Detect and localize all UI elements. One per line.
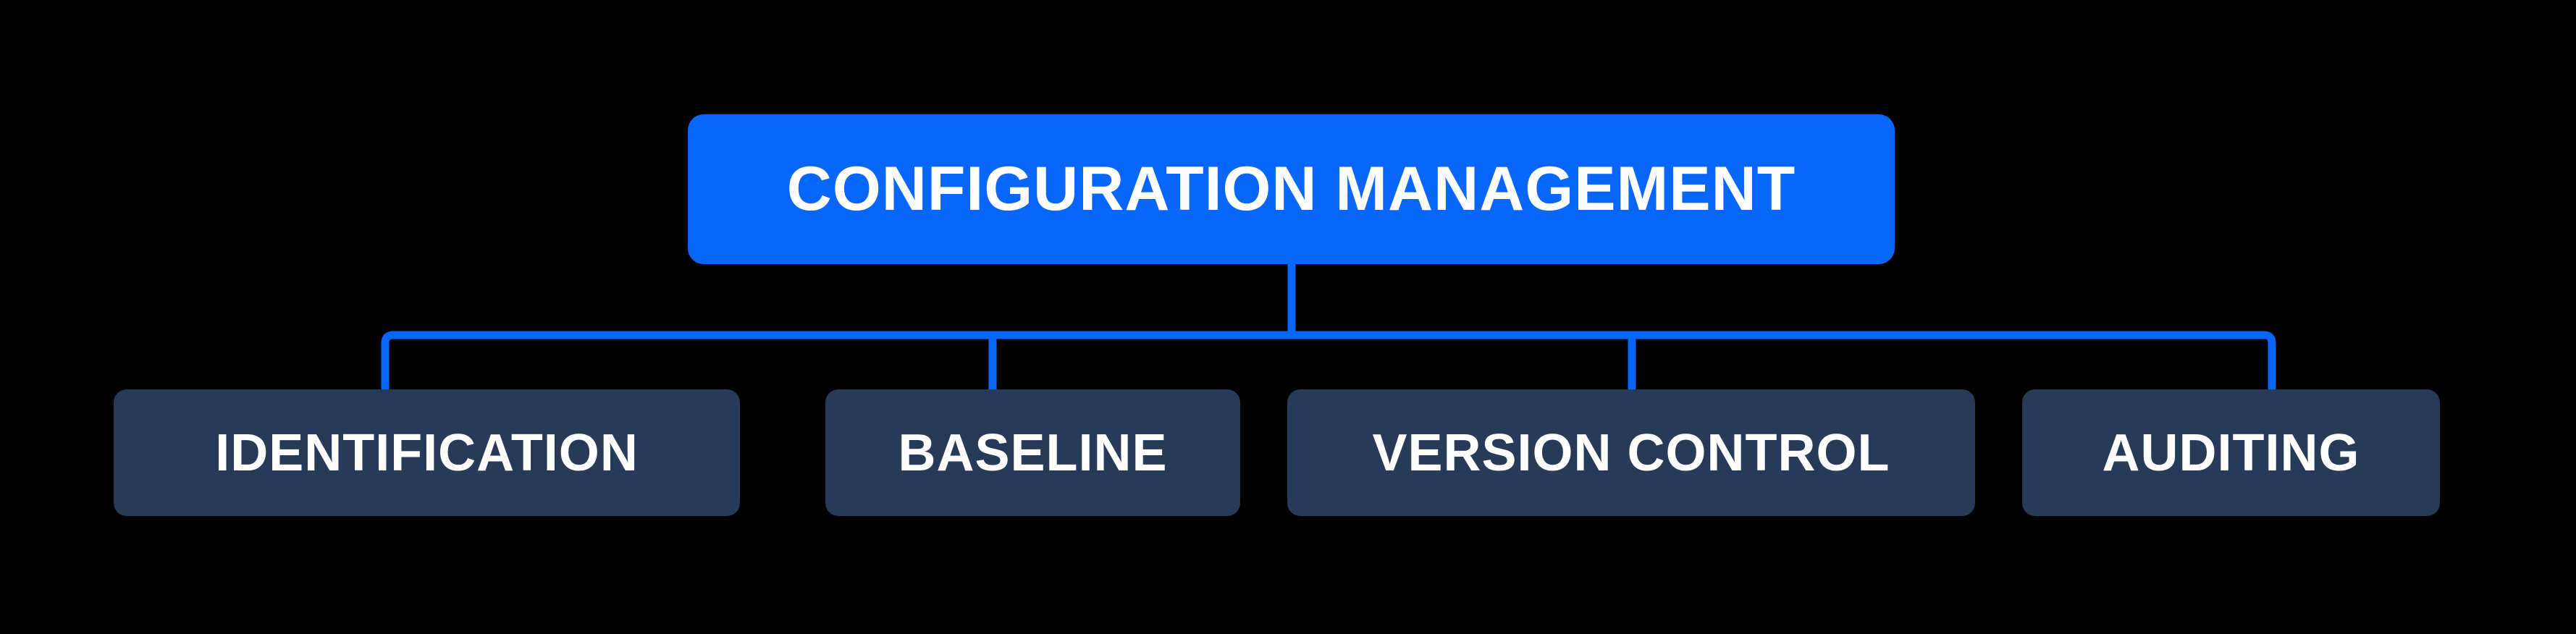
node-identification-label: IDENTIFICATION (215, 423, 639, 482)
node-configuration-management-label: CONFIGURATION MANAGEMENT (786, 154, 1796, 224)
connector-rail (381, 331, 2276, 394)
node-auditing-label: AUDITING (2102, 423, 2360, 482)
node-version-control: VERSION CONTROL (1287, 389, 1975, 516)
node-baseline-label: BASELINE (898, 423, 1168, 482)
node-baseline: BASELINE (825, 389, 1240, 516)
node-version-control-label: VERSION CONTROL (1372, 423, 1890, 482)
node-identification: IDENTIFICATION (114, 389, 740, 516)
node-auditing: AUDITING (2022, 389, 2440, 516)
node-configuration-management: CONFIGURATION MANAGEMENT (688, 114, 1895, 264)
